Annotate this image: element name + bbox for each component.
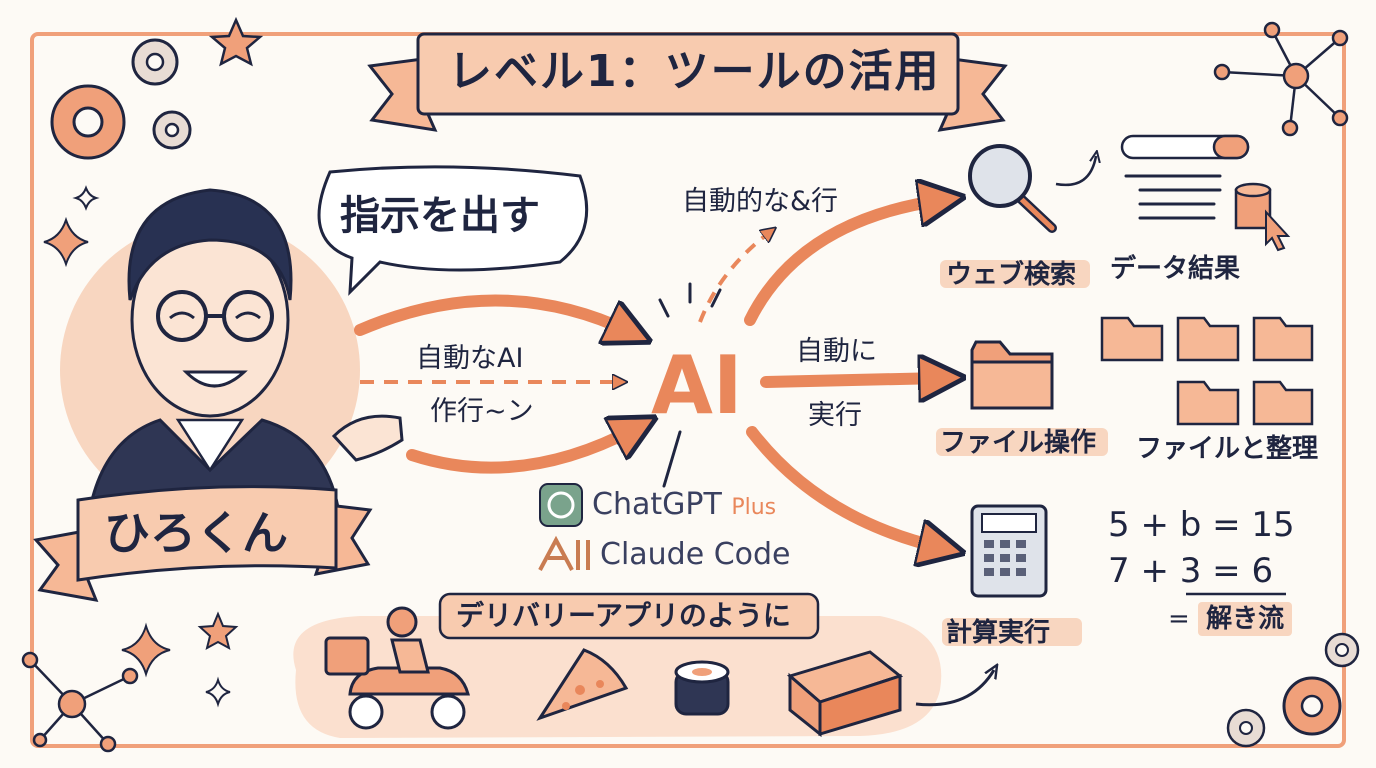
sparkle-icon — [43, 216, 89, 268]
delivery-label-highlight — [438, 592, 820, 640]
speech-bubble — [317, 165, 589, 296]
search-bar-icon — [1120, 134, 1250, 160]
tool-claude: Claude Code — [600, 537, 791, 572]
arrow-label-input-1: 自動なAI — [416, 343, 524, 374]
claude-logo-icon — [538, 535, 590, 571]
arrow-label-middle-2: 実行 — [808, 400, 862, 431]
highlight-file-ops — [936, 428, 1108, 456]
equation-line-2: 7 + 3 = 6 — [1108, 551, 1274, 591]
ai-spark-lines — [658, 282, 722, 488]
arrow-top-input — [354, 294, 630, 332]
network-icon — [1213, 21, 1349, 137]
output-file-organize: ファイルと整理 — [1136, 434, 1319, 464]
sushi-icon — [674, 660, 730, 716]
output-data-result: データ結果 — [1110, 254, 1241, 284]
star-icon — [208, 16, 264, 67]
tool-chatgpt-name: ChatGPT — [592, 487, 722, 522]
arrow-label-middle-1: 自動に — [796, 336, 877, 367]
cursor-icon — [1265, 209, 1291, 252]
database-icon — [1234, 182, 1272, 230]
network-icon — [21, 651, 139, 753]
output-web-search: ウェブ検索 — [946, 260, 1077, 290]
star-icon — [197, 611, 239, 650]
folder-icon-small — [1100, 316, 1314, 426]
delivery-label: デリバリーアプリのように — [456, 599, 791, 632]
person-illustration — [60, 188, 404, 522]
sparkle-icon — [72, 185, 100, 211]
sparkle-icon — [121, 622, 171, 678]
scooter-icon — [324, 606, 470, 730]
gear-icon-tiny — [1226, 708, 1266, 748]
arrow-label-input-2: 作行~ン — [430, 396, 534, 427]
tool-chatgpt-plus: Plus — [731, 495, 777, 520]
results-list-icon — [1124, 174, 1222, 220]
folder-icon-large — [970, 340, 1054, 410]
arrow-to-web-search — [744, 200, 942, 326]
sparkle-icon — [205, 676, 231, 708]
equation-line-1: 5 + b = 15 — [1108, 505, 1295, 545]
gear-icon-large — [1282, 676, 1342, 736]
chatgpt-logo-icon — [539, 483, 583, 527]
arrow-bottom-input — [406, 428, 636, 474]
arrow-search-to-bar — [1055, 156, 1096, 187]
tool-chatgpt: ChatGPT Plus — [592, 490, 776, 520]
highlight-calc — [942, 618, 1082, 646]
name-ribbon — [33, 485, 373, 602]
arrow-delivery-to-calc — [915, 670, 994, 707]
arrow-to-files — [760, 378, 942, 382]
equation-result-prefix: = — [1168, 604, 1190, 634]
person-name: ひろくん — [104, 506, 288, 560]
title-ribbon — [367, 32, 1008, 132]
magnifier-icon — [968, 144, 1057, 233]
equation-result-value: 解き流 — [1198, 602, 1293, 636]
arrow-label-top: 自動的な&行 — [682, 186, 839, 217]
pizza-icon — [536, 648, 629, 721]
output-file-ops: ファイル操作 — [940, 428, 1097, 458]
page-title: レベル1：ツールの活用 — [448, 46, 941, 97]
bento-icon — [786, 650, 904, 738]
gear-icon-small — [1324, 632, 1360, 668]
output-calc: 計算実行 — [946, 618, 1051, 648]
gear-icon-tiny — [152, 110, 192, 150]
highlight-web-search — [940, 260, 1090, 288]
gear-icon-large — [50, 84, 126, 160]
gear-icon-small — [131, 38, 179, 86]
ai-center-label: AI — [651, 339, 743, 432]
arrow-to-calc — [746, 426, 942, 548]
arrow-dashed-top — [698, 232, 770, 323]
equation-result: = 解き流 — [1168, 602, 1293, 636]
speech-bubble-text: 指示を出す — [340, 193, 540, 239]
calculator-icon — [970, 504, 1048, 598]
